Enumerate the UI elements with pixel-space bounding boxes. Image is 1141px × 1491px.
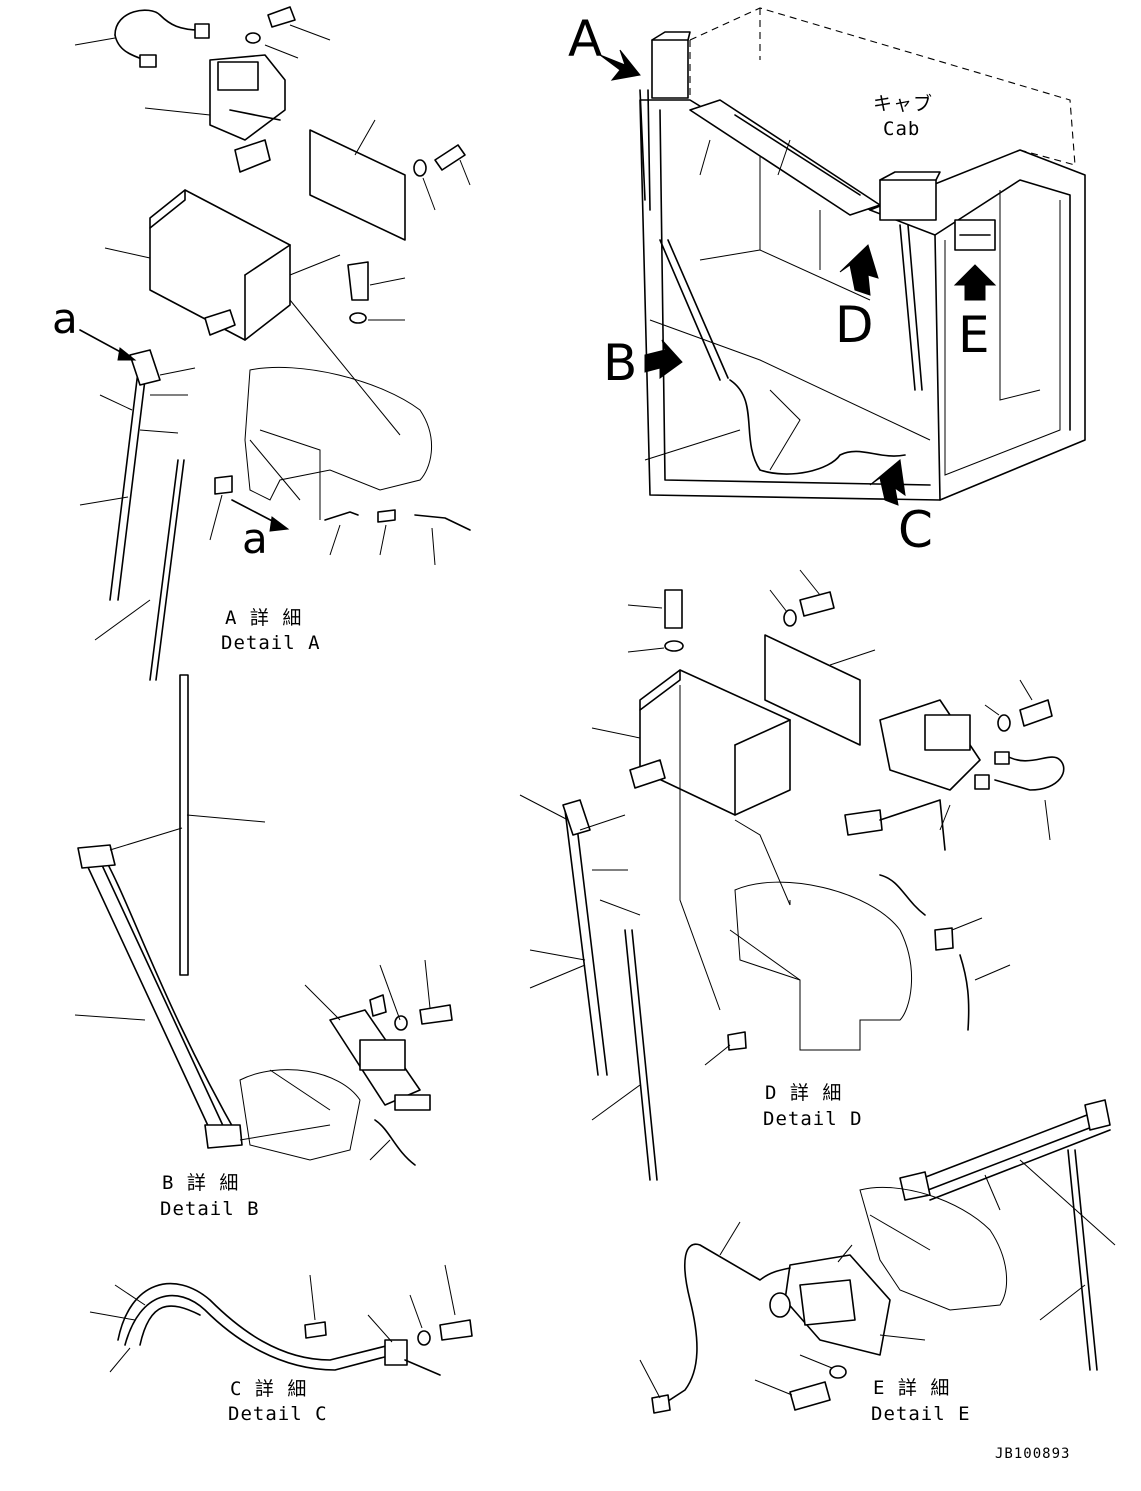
detail-d — [519, 569, 1065, 1181]
callout-a-lower-bottom: a — [242, 514, 268, 563]
detail-b — [74, 674, 453, 1166]
cab-leaders — [644, 139, 791, 461]
callout-b-label: B — [603, 334, 638, 392]
detail-e — [639, 1099, 1116, 1414]
callout-a-label: A — [568, 10, 603, 68]
callout-e-label: E — [958, 306, 990, 364]
detail-b-jp: B 詳 細 — [162, 1172, 240, 1194]
cab-overview — [639, 7, 1086, 501]
detail-d-en: Detail D — [763, 1108, 863, 1130]
detail-a-jp: A 詳 細 — [225, 607, 303, 629]
detail-a-en: Detail A — [221, 632, 321, 654]
cab-label-en: Cab — [883, 118, 921, 140]
callout-a-lower-top: a — [52, 294, 78, 343]
detail-a — [74, 6, 471, 681]
detail-b-en: Detail B — [160, 1198, 260, 1220]
callout-arrows — [599, 49, 997, 506]
cab-label-jp: キャブ — [873, 93, 934, 115]
callout-d-label: D — [835, 296, 874, 354]
detail-c — [89, 1264, 473, 1376]
detail-d-jp: D 詳 細 — [765, 1082, 843, 1104]
detail-c-jp: C 詳 細 — [230, 1378, 308, 1400]
detail-c-en: Detail C — [228, 1403, 328, 1425]
callout-c-label: C — [898, 501, 933, 559]
detail-e-en: Detail E — [871, 1403, 971, 1425]
drawing-number: JB100893 — [995, 1446, 1071, 1462]
detail-e-jp: E 詳 細 — [873, 1377, 951, 1399]
